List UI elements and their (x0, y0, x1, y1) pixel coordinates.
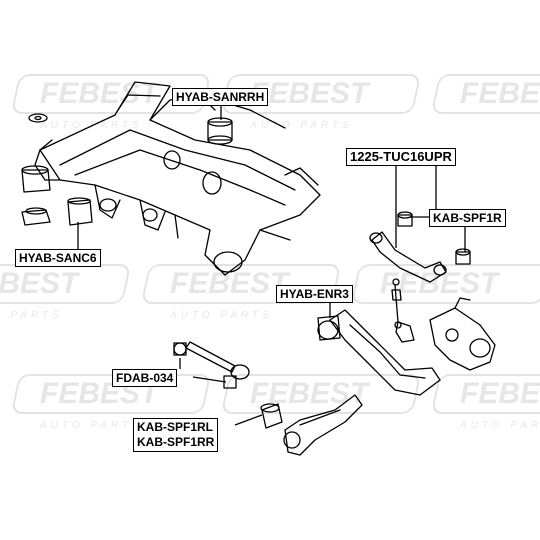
watermark-subtext: AUTO PARTS (459, 420, 540, 431)
watermark-text: FEBEST (460, 77, 540, 110)
part-label-kab-spf1r: KAB-SPF1R (429, 209, 506, 227)
lateral-arm (173, 341, 250, 389)
bushing-sanrrh (207, 117, 233, 145)
part-label-1225-tuc16upr: 1225-TUC16UPR (346, 148, 456, 166)
watermark-subtext: AUTO PARTS (39, 120, 143, 131)
part-label-hyab-sanrrh: HYAB-SANRRH (172, 88, 269, 106)
part-label-kab-spf1rl-rr: KAB-SPF1RL KAB-SPF1RR (133, 418, 219, 452)
part-label-kab-spf1rr: KAB-SPF1RR (137, 435, 215, 449)
part-label-kab-spf1rl: KAB-SPF1RL (137, 420, 214, 434)
part-label-fdab-034: FDAB-034 (112, 369, 178, 387)
watermark-subtext: AUTO PARTS (169, 310, 273, 321)
watermark-subtext: AUTO PARTS (39, 420, 143, 431)
part-label-hyab-sanc6: HYAB-SANC6 (15, 249, 101, 267)
watermark-text: FEBEST (250, 77, 371, 110)
part-label-hyab-enr3: HYAB-ENR3 (276, 285, 353, 303)
leader-lines (77, 104, 466, 426)
watermark-subtext: AUTO PARTS (249, 120, 353, 131)
watermark-text: FEBEST (460, 377, 540, 410)
knuckle (429, 297, 496, 371)
subframe-bushings (21, 113, 93, 226)
trailing-arm (260, 394, 363, 456)
watermark-text: FEBEST (0, 267, 81, 300)
lower-arm (317, 309, 441, 396)
stabilizer-link (391, 278, 415, 343)
watermark-subtext: AUTO PARTS (0, 310, 63, 321)
